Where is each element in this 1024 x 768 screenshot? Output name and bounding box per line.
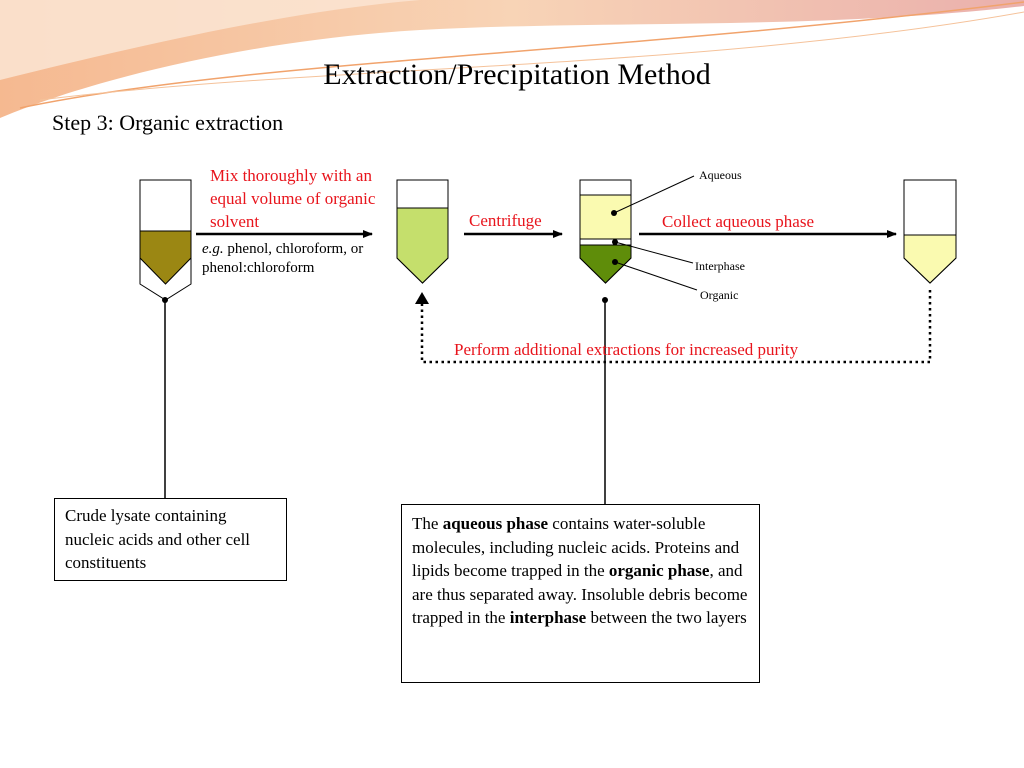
solvent-examples: e.g. phenol, chloroform, or phenol:chlor… xyxy=(202,240,392,278)
aqueous-layer xyxy=(579,194,632,240)
repeat-loop-line xyxy=(420,290,932,364)
eg-text: phenol, chloroform, or phenol:chloroform xyxy=(202,241,364,276)
interphase-pointer xyxy=(614,241,694,264)
crude-lysate-box: Crude lysate containing nucleic acids an… xyxy=(54,498,287,581)
swoosh-line-2 xyxy=(39,11,1024,101)
page-title: Extraction/Precipitation Method xyxy=(323,58,711,91)
swoosh-shape-main xyxy=(0,0,1024,118)
phase-text-1: The xyxy=(412,514,443,533)
swoosh-line-1 xyxy=(19,1,1024,109)
collected-fill xyxy=(903,234,957,284)
repeat-loop-arrowhead xyxy=(415,292,429,304)
crude-lysate-text: Crude lysate containing nucleic acids an… xyxy=(65,506,251,572)
mixed-fill xyxy=(396,207,449,284)
phase-explanation-box: The aqueous phase contains water-soluble… xyxy=(401,504,760,683)
lysate-connector-dot xyxy=(162,297,168,303)
tube-mixed xyxy=(396,179,449,284)
phase-bold-organic: organic phase xyxy=(608,561,710,580)
aqueous-dot xyxy=(611,210,617,216)
lysate-fill xyxy=(139,230,192,285)
tube-centrifuged xyxy=(579,179,632,284)
repeat-extraction-label: Perform additional extractions for incre… xyxy=(454,340,799,359)
eg-prefix: e.g. xyxy=(202,241,224,257)
phase-bold-aqueous: aqueous phase xyxy=(442,514,549,533)
swoosh-shape-light xyxy=(0,0,420,80)
header-swoosh xyxy=(0,0,1024,118)
organic-layer xyxy=(579,244,632,284)
centrifuge-label: Centrifuge xyxy=(469,211,542,230)
step-subtitle: Step 3: Organic extraction xyxy=(52,110,284,135)
organic-label: Organic xyxy=(700,288,739,302)
tube-collected xyxy=(903,179,957,284)
aqueous-label: Aqueous xyxy=(699,168,742,182)
phase-connector-dot xyxy=(602,297,608,303)
collect-label: Collect aqueous phase xyxy=(662,212,815,231)
tube-lysate xyxy=(139,179,192,301)
phase-bold-interphase: interphase xyxy=(509,608,587,627)
interphase-label: Interphase xyxy=(695,259,745,273)
mix-label: Mix thoroughly with an equal volume of o… xyxy=(210,166,376,231)
interphase-dot xyxy=(612,239,618,245)
organic-pointer xyxy=(614,261,698,291)
phase-text-2: contains water-soluble molecules, includ… xyxy=(412,514,740,580)
phase-text-4: between the two layers xyxy=(586,608,747,627)
aqueous-pointer xyxy=(613,175,695,214)
organic-dot xyxy=(612,259,618,265)
phase-text-3: , and are thus separated away. Insoluble… xyxy=(412,561,748,627)
